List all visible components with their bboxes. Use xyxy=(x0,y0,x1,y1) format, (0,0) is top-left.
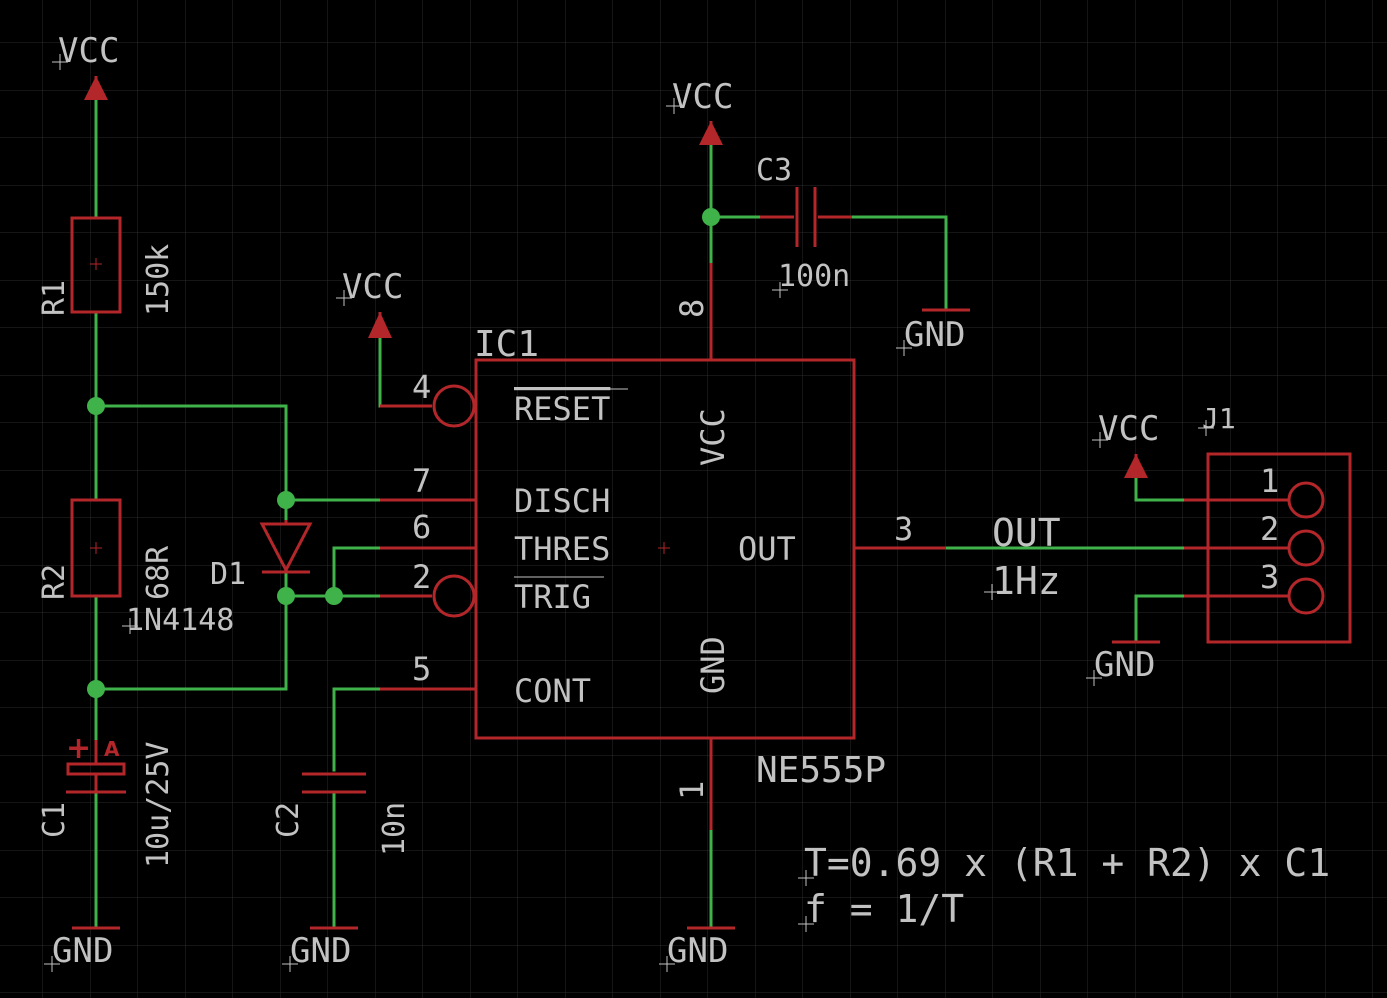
wire-disch-node[interactable] xyxy=(94,404,382,502)
resistor-r1[interactable]: R1 150k xyxy=(37,216,176,316)
vcc-symbol-left[interactable]: VCC xyxy=(52,31,119,100)
r1-value: 150k xyxy=(141,244,176,316)
vcc-label: VCC xyxy=(1098,409,1159,449)
vcc-symbol-ic[interactable]: VCC xyxy=(666,77,733,145)
pin-thres-label: THRES xyxy=(514,530,610,568)
j1-pin-2: 2 xyxy=(1260,510,1279,548)
gnd-label: GND xyxy=(667,931,728,971)
c1-polarity: + xyxy=(66,731,91,766)
j1-pin-3: 3 xyxy=(1260,558,1279,596)
wire-j1-vcc[interactable] xyxy=(1134,476,1186,502)
out-net-name: OUT xyxy=(992,511,1061,555)
out-net-label[interactable]: OUT 1Hz xyxy=(984,511,1061,603)
r2-name: R2 xyxy=(37,564,72,600)
junction-r2-c1 xyxy=(87,680,105,698)
wire-diode-cathode[interactable] xyxy=(94,572,288,691)
c1-value: 10u/25V xyxy=(141,742,176,868)
out-net-freq: 1Hz xyxy=(992,559,1061,603)
d1-name: D1 xyxy=(210,557,246,592)
vcc-label: VCC xyxy=(672,77,733,117)
c3-value: 100n xyxy=(778,259,850,294)
c3-name: C3 xyxy=(756,153,792,188)
vcc-label: VCC xyxy=(58,31,119,71)
d1-value: 1N4148 xyxy=(126,603,234,638)
pin-2-number: 2 xyxy=(412,558,431,596)
formula-period: T=0.69 x (R1 + R2) x C1 xyxy=(804,841,1330,885)
junction-c3 xyxy=(702,208,720,226)
gnd-symbol-c1[interactable]: GND xyxy=(44,926,120,972)
resistor-r2[interactable]: R2 68R xyxy=(37,498,176,600)
pin-4-number: 4 xyxy=(412,368,431,406)
pin-trig-label: TRIG xyxy=(514,578,591,616)
ic1-value: NE555P xyxy=(756,750,886,791)
wire-c3-right[interactable] xyxy=(850,215,948,312)
pin-1-number: 1 xyxy=(673,781,711,800)
capacitor-c3[interactable]: C3 100n xyxy=(756,153,852,298)
formula-notes: T=0.69 x (R1 + R2) x C1 f = 1/T xyxy=(798,841,1330,932)
capacitor-c2[interactable]: C2 10n xyxy=(271,772,412,856)
j1-name: J1 xyxy=(1202,402,1236,435)
gnd-symbol-ic[interactable]: GND xyxy=(659,926,735,972)
gnd-symbol-c3[interactable]: GND xyxy=(896,308,970,356)
ic1-name: IC1 xyxy=(474,324,539,365)
vcc-symbol-reset[interactable]: VCC xyxy=(336,267,403,338)
wire-j1-gnd[interactable] xyxy=(1134,594,1186,644)
pin-3-number: 3 xyxy=(894,510,913,548)
gnd-label: GND xyxy=(1094,645,1155,685)
gnd-label: GND xyxy=(290,931,351,971)
pin-5-number: 5 xyxy=(412,650,431,688)
formula-frequency: f = 1/T xyxy=(804,887,964,931)
pin-6-number: 6 xyxy=(412,508,431,546)
r1-name: R1 xyxy=(37,280,72,316)
vcc-symbol-j1[interactable]: VCC xyxy=(1092,409,1159,478)
pin-8-number: 8 xyxy=(673,299,711,318)
pin-disch-label: DISCH xyxy=(514,482,610,520)
junction-r1-r2 xyxy=(87,397,105,415)
pin-7-number: 7 xyxy=(412,462,431,500)
pin-out-label: OUT xyxy=(738,530,796,568)
junction-disch xyxy=(277,491,295,509)
c2-name: C2 xyxy=(271,802,306,838)
c1-name: C1 xyxy=(37,802,72,838)
c2-value: 10n xyxy=(377,802,412,856)
capacitor-c1[interactable]: + A C1 10u/25V xyxy=(37,731,176,868)
j1-pin-1: 1 xyxy=(1260,462,1279,500)
r2-value: 68R xyxy=(141,545,176,600)
gnd-label: GND xyxy=(52,931,113,971)
wire-cont-c2[interactable] xyxy=(332,687,382,772)
pin-vcc-label: VCC xyxy=(694,408,732,466)
gnd-label: GND xyxy=(904,315,965,355)
c1-anode-mark: A xyxy=(104,737,120,761)
pin-gnd-label: GND xyxy=(694,636,732,694)
junction-thres-trig xyxy=(325,587,343,605)
gnd-symbol-c2[interactable]: GND xyxy=(282,926,358,972)
vcc-label: VCC xyxy=(342,267,403,307)
diode-d1[interactable]: D1 1N4148 xyxy=(122,520,313,638)
ic1-ne555[interactable]: IC1 NE555P 4 7 6 2 5 3 8 1 RESET DISCH T… xyxy=(380,263,946,830)
connector-j1[interactable]: J1 1 2 3 xyxy=(1184,402,1352,644)
junction-diode-cathode xyxy=(277,587,295,605)
wire-thres[interactable] xyxy=(332,546,382,598)
gnd-symbol-j1[interactable]: GND xyxy=(1086,640,1160,686)
pin-reset-label: RESET xyxy=(514,390,610,428)
pin-cont-label: CONT xyxy=(514,672,591,710)
junctions xyxy=(87,208,720,698)
